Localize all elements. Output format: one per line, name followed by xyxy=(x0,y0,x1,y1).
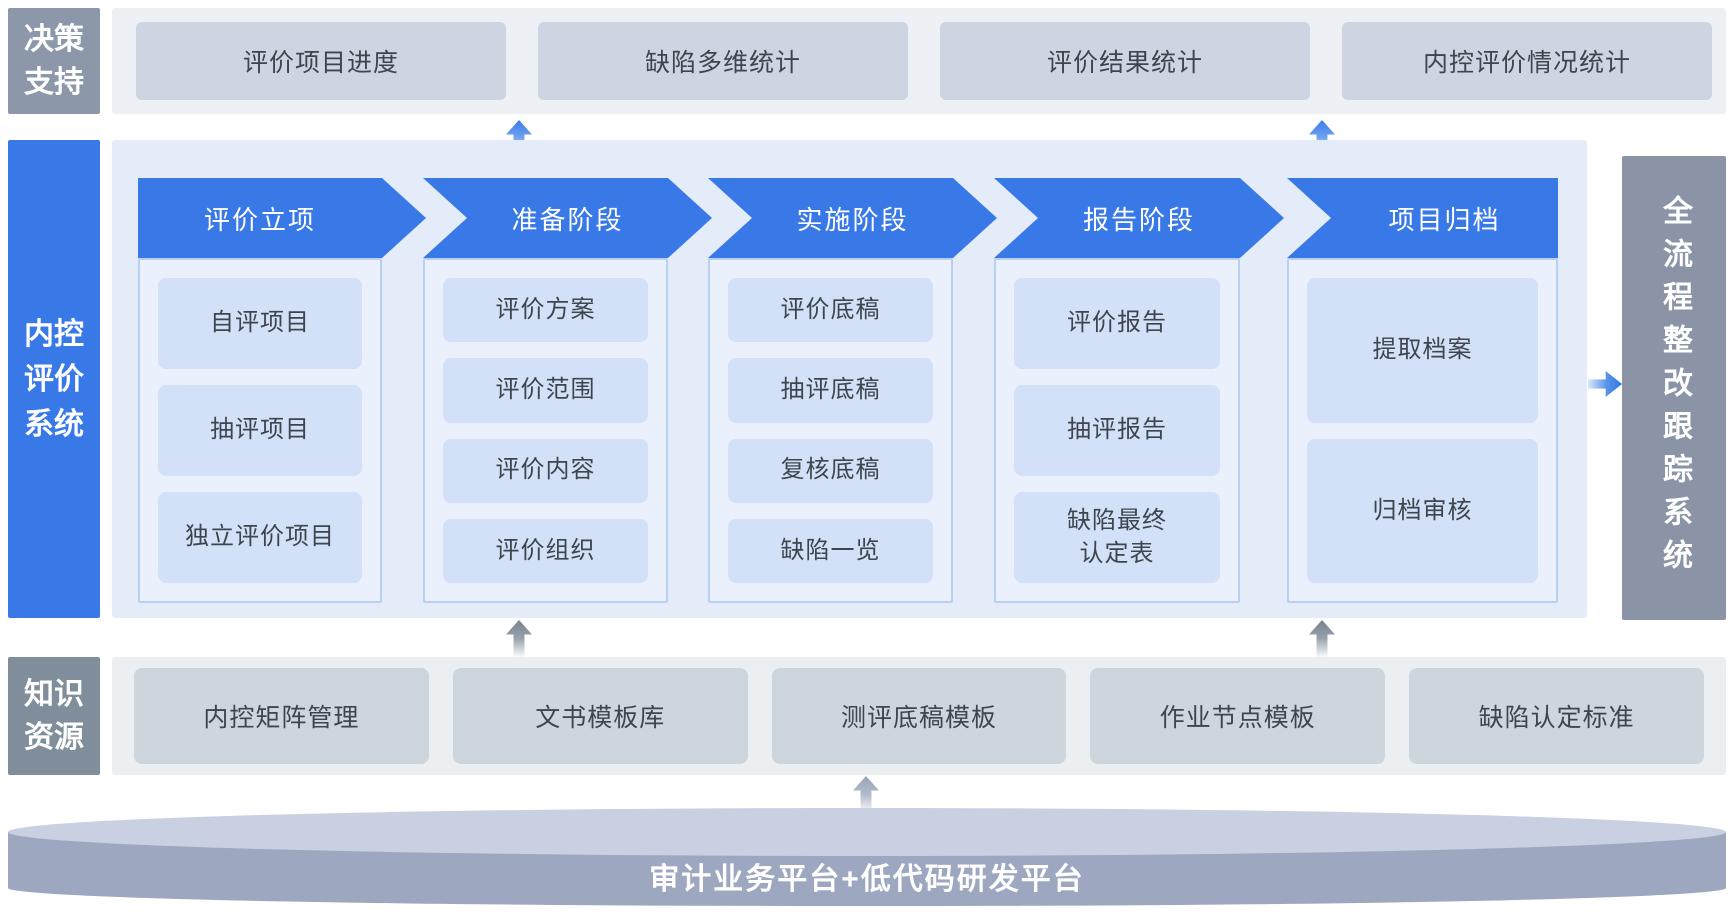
decision-item-result-stats: 评价结果统计 xyxy=(940,22,1310,100)
stage-item: 缺陷最终 认定表 xyxy=(1014,492,1220,583)
stage-item: 评价方案 xyxy=(443,278,648,343)
stage-panel-implementation: 评价底稿 抽评底稿 复核底稿 缺陷一览 xyxy=(708,258,953,603)
stage-item: 复核底稿 xyxy=(728,438,933,503)
stage-panel-preparation: 评价方案 评价范围 评价内容 评价组织 xyxy=(423,258,668,603)
stage-header-implementation: 实施阶段 xyxy=(708,178,997,258)
knowledge-item-document-templates: 文书模板库 xyxy=(452,668,748,764)
stage-header-archiving: 项目归档 xyxy=(1287,178,1558,258)
stage-item: 抽评项目 xyxy=(158,385,362,476)
rectification-tracking-label: 全流程整改跟踪系统 xyxy=(1658,194,1691,582)
decision-item-defect-stats: 缺陷多维统计 xyxy=(538,22,908,100)
arrow-knowledge-to-evaluation-right-icon xyxy=(1309,620,1335,658)
stage-item: 归档审核 xyxy=(1307,438,1538,583)
stage-header-reporting: 报告阶段 xyxy=(994,178,1284,258)
knowledge-resources-band: 内控矩阵管理 文书模板库 测评底稿模板 作业节点模板 缺陷认定标准 xyxy=(112,657,1726,775)
knowledge-resources-label: 知识资源 xyxy=(8,657,100,775)
knowledge-item-defect-standards: 缺陷认定标准 xyxy=(1409,668,1704,764)
stage-item: 提取档案 xyxy=(1307,278,1538,423)
arrow-evaluation-to-tracking-icon xyxy=(1588,371,1622,397)
decision-support-label: 决策支持 xyxy=(8,8,100,114)
knowledge-item-control-matrix: 内控矩阵管理 xyxy=(134,668,429,764)
stage-column-implementation: 实施阶段 评价底稿 抽评底稿 复核底稿 缺陷一览 xyxy=(708,178,953,603)
stage-item: 评价底稿 xyxy=(728,278,933,343)
stage-item: 评价内容 xyxy=(443,438,648,503)
stage-column-reporting: 报告阶段 评价报告 抽评报告 缺陷最终 认定表 xyxy=(994,178,1240,603)
evaluation-system-panel: 评价立项 自评项目 抽评项目 独立评价项目 准备阶段 评价方案 评价范围 评价内… xyxy=(112,140,1587,618)
stage-panel-archiving: 提取档案 归档审核 xyxy=(1287,258,1558,603)
stage-column-preparation: 准备阶段 评价方案 评价范围 评价内容 评价组织 xyxy=(423,178,668,603)
stage-item: 抽评报告 xyxy=(1014,385,1220,476)
platform-cylinder-top xyxy=(8,808,1726,856)
stage-item: 独立评价项目 xyxy=(158,492,362,583)
decision-support-band: 评价项目进度 缺陷多维统计 评价结果统计 内控评价情况统计 xyxy=(112,8,1726,114)
decision-item-evaluation-stats: 内控评价情况统计 xyxy=(1342,22,1712,100)
stage-item: 评价报告 xyxy=(1014,278,1220,369)
stage-panel-initiation: 自评项目 抽评项目 独立评价项目 xyxy=(138,258,382,603)
stage-item: 评价组织 xyxy=(443,518,648,583)
stage-panel-reporting: 评价报告 抽评报告 缺陷最终 认定表 xyxy=(994,258,1240,603)
stage-header-initiation: 评价立项 xyxy=(138,178,426,258)
stage-column-archiving: 项目归档 提取档案 归档审核 xyxy=(1287,178,1558,603)
stage-item: 自评项目 xyxy=(158,278,362,369)
arrow-knowledge-to-evaluation-left-icon xyxy=(506,620,532,658)
evaluation-system-label: 内控评价系统 xyxy=(8,140,100,618)
stage-item: 抽评底稿 xyxy=(728,358,933,423)
platform-label: 审计业务平台+低代码研发平台 xyxy=(649,863,1085,896)
stage-column-initiation: 评价立项 自评项目 抽评项目 独立评价项目 xyxy=(138,178,382,603)
rectification-tracking-bar: 全流程整改跟踪系统 xyxy=(1622,156,1726,620)
knowledge-item-workpaper-templates: 测评底稿模板 xyxy=(771,668,1067,764)
stage-item: 缺陷一览 xyxy=(728,518,933,583)
decision-item-project-progress: 评价项目进度 xyxy=(136,22,506,100)
knowledge-item-task-node-templates: 作业节点模板 xyxy=(1090,668,1386,764)
stage-header-preparation: 准备阶段 xyxy=(423,178,712,258)
stage-item: 评价范围 xyxy=(443,358,648,423)
